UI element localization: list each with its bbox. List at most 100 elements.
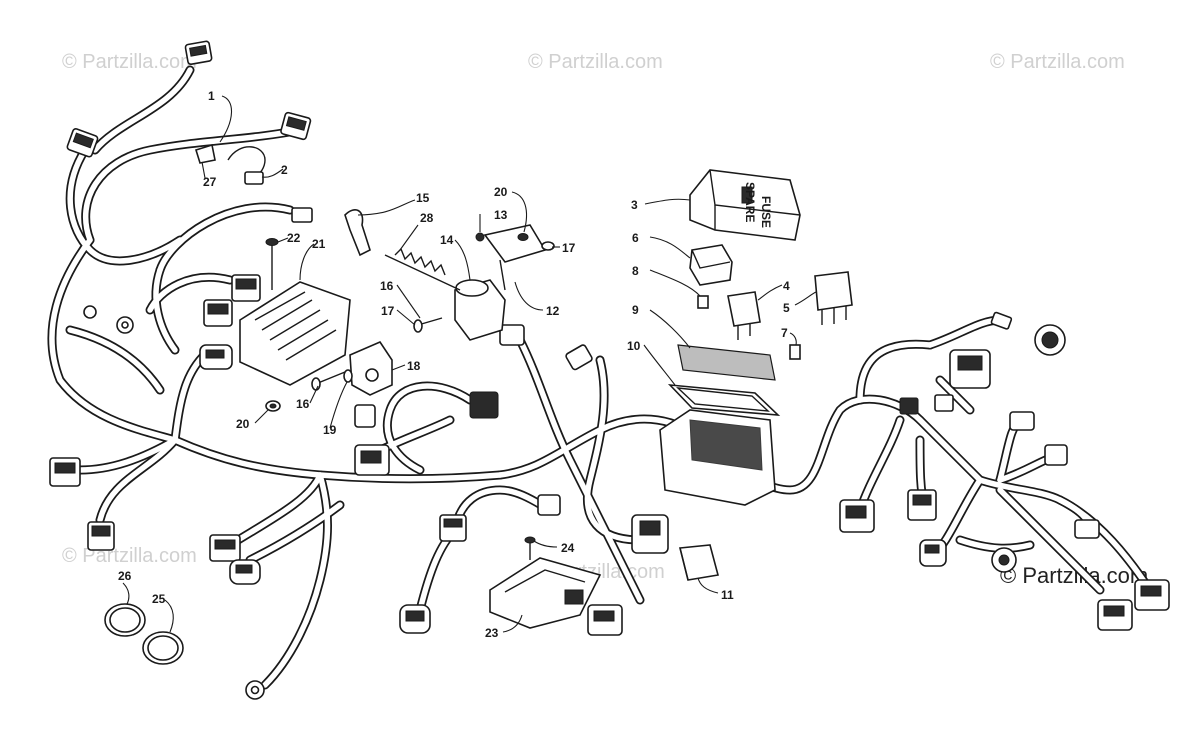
callout-27: 27 — [203, 175, 217, 189]
spring — [384, 247, 461, 291]
callout-2: 2 — [281, 163, 288, 177]
harness-wires — [47, 65, 1155, 690]
washer — [343, 369, 353, 383]
connector — [839, 499, 875, 533]
connector — [919, 539, 947, 567]
connector — [399, 604, 431, 634]
callout-7: 7 — [781, 326, 788, 340]
callout-28: 28 — [420, 211, 434, 225]
mounting-bracket — [483, 224, 547, 291]
leader-lines — [122, 95, 817, 633]
callout-16b: 16 — [380, 279, 394, 293]
connector — [291, 207, 313, 223]
callout-9: 9 — [632, 303, 639, 317]
mini-fuse — [697, 295, 709, 309]
connector — [1044, 444, 1068, 466]
callout-4: 4 — [783, 279, 790, 293]
connector — [199, 344, 233, 370]
connector — [87, 521, 115, 551]
hose-clamp — [104, 603, 146, 637]
connector — [49, 457, 81, 487]
callout-17: 17 — [381, 304, 395, 318]
relay — [727, 291, 761, 340]
jumper-lead — [227, 146, 266, 185]
callout-19: 19 — [323, 423, 337, 437]
fuse-lid-text: SPARE — [743, 182, 757, 222]
callout-23: 23 — [485, 626, 499, 640]
connector — [280, 111, 312, 141]
fuse-box-seal — [667, 384, 781, 416]
connector — [499, 324, 525, 346]
relay — [689, 244, 733, 286]
hose-clamp — [142, 631, 184, 665]
callout-26: 26 — [118, 569, 132, 583]
connector — [203, 299, 233, 327]
callout-22: 22 — [287, 231, 301, 245]
callout-15: 15 — [416, 191, 430, 205]
screw — [475, 232, 485, 242]
connector — [469, 391, 499, 419]
connector — [949, 349, 991, 389]
connector — [1134, 579, 1170, 611]
fuse-block — [659, 409, 776, 506]
fuse-box-label — [677, 344, 776, 381]
screw — [524, 536, 536, 560]
connector — [631, 514, 669, 554]
connector — [565, 344, 593, 371]
ring-terminals — [83, 305, 265, 700]
connector — [991, 547, 1017, 573]
watermark: © Partzilla.com — [62, 51, 197, 73]
starter-solenoid — [454, 279, 506, 341]
connector — [231, 274, 261, 302]
callout-16: 16 — [296, 397, 310, 411]
callout-10: 10 — [627, 339, 641, 353]
connector — [1097, 599, 1133, 631]
connector — [229, 559, 261, 585]
rubber-boot — [344, 209, 371, 257]
bolt — [413, 317, 443, 333]
callout-25: 25 — [152, 592, 166, 606]
nut — [265, 400, 281, 412]
connector — [1009, 411, 1035, 431]
connector — [587, 604, 623, 636]
mini-fuse — [789, 344, 801, 360]
connector — [934, 394, 954, 412]
indicator-light — [1034, 324, 1066, 356]
relay — [814, 271, 853, 325]
fuse-lid-text: FUSE — [759, 196, 773, 228]
connectors — [49, 40, 1170, 636]
connector — [899, 397, 919, 415]
fuse-box-cover: SPARE FUSE — [689, 169, 801, 241]
callout-14: 14 — [440, 233, 454, 247]
callout-21: 21 — [312, 237, 326, 251]
watermark: © Partzilla.com — [990, 51, 1125, 73]
callout-12: 12 — [546, 304, 560, 318]
connector — [209, 534, 241, 562]
connector — [907, 489, 937, 521]
bracket — [349, 341, 393, 396]
callout-24: 24 — [561, 541, 575, 555]
callout-11: 11 — [721, 588, 734, 602]
connector — [1074, 519, 1100, 539]
connector — [66, 128, 99, 158]
wire-clip — [195, 143, 216, 164]
bolt — [541, 241, 555, 251]
callout-18: 18 — [407, 359, 421, 373]
bolt — [265, 238, 279, 290]
callout-5: 5 — [783, 301, 790, 315]
callout-13: 13 — [494, 208, 508, 222]
callout-20b: 20 — [494, 185, 508, 199]
connector — [184, 40, 213, 66]
nut — [517, 233, 529, 241]
callout-20: 20 — [236, 417, 250, 431]
connector — [990, 311, 1013, 330]
callout-1: 1 — [208, 89, 215, 103]
callout-8: 8 — [632, 264, 639, 278]
connector — [354, 444, 390, 476]
connector — [439, 514, 467, 542]
watermark: © Partzilla.com — [62, 545, 197, 567]
voltage-regulator — [239, 281, 351, 386]
watermark: © Partzilla.com — [528, 51, 663, 73]
connector — [354, 404, 376, 428]
